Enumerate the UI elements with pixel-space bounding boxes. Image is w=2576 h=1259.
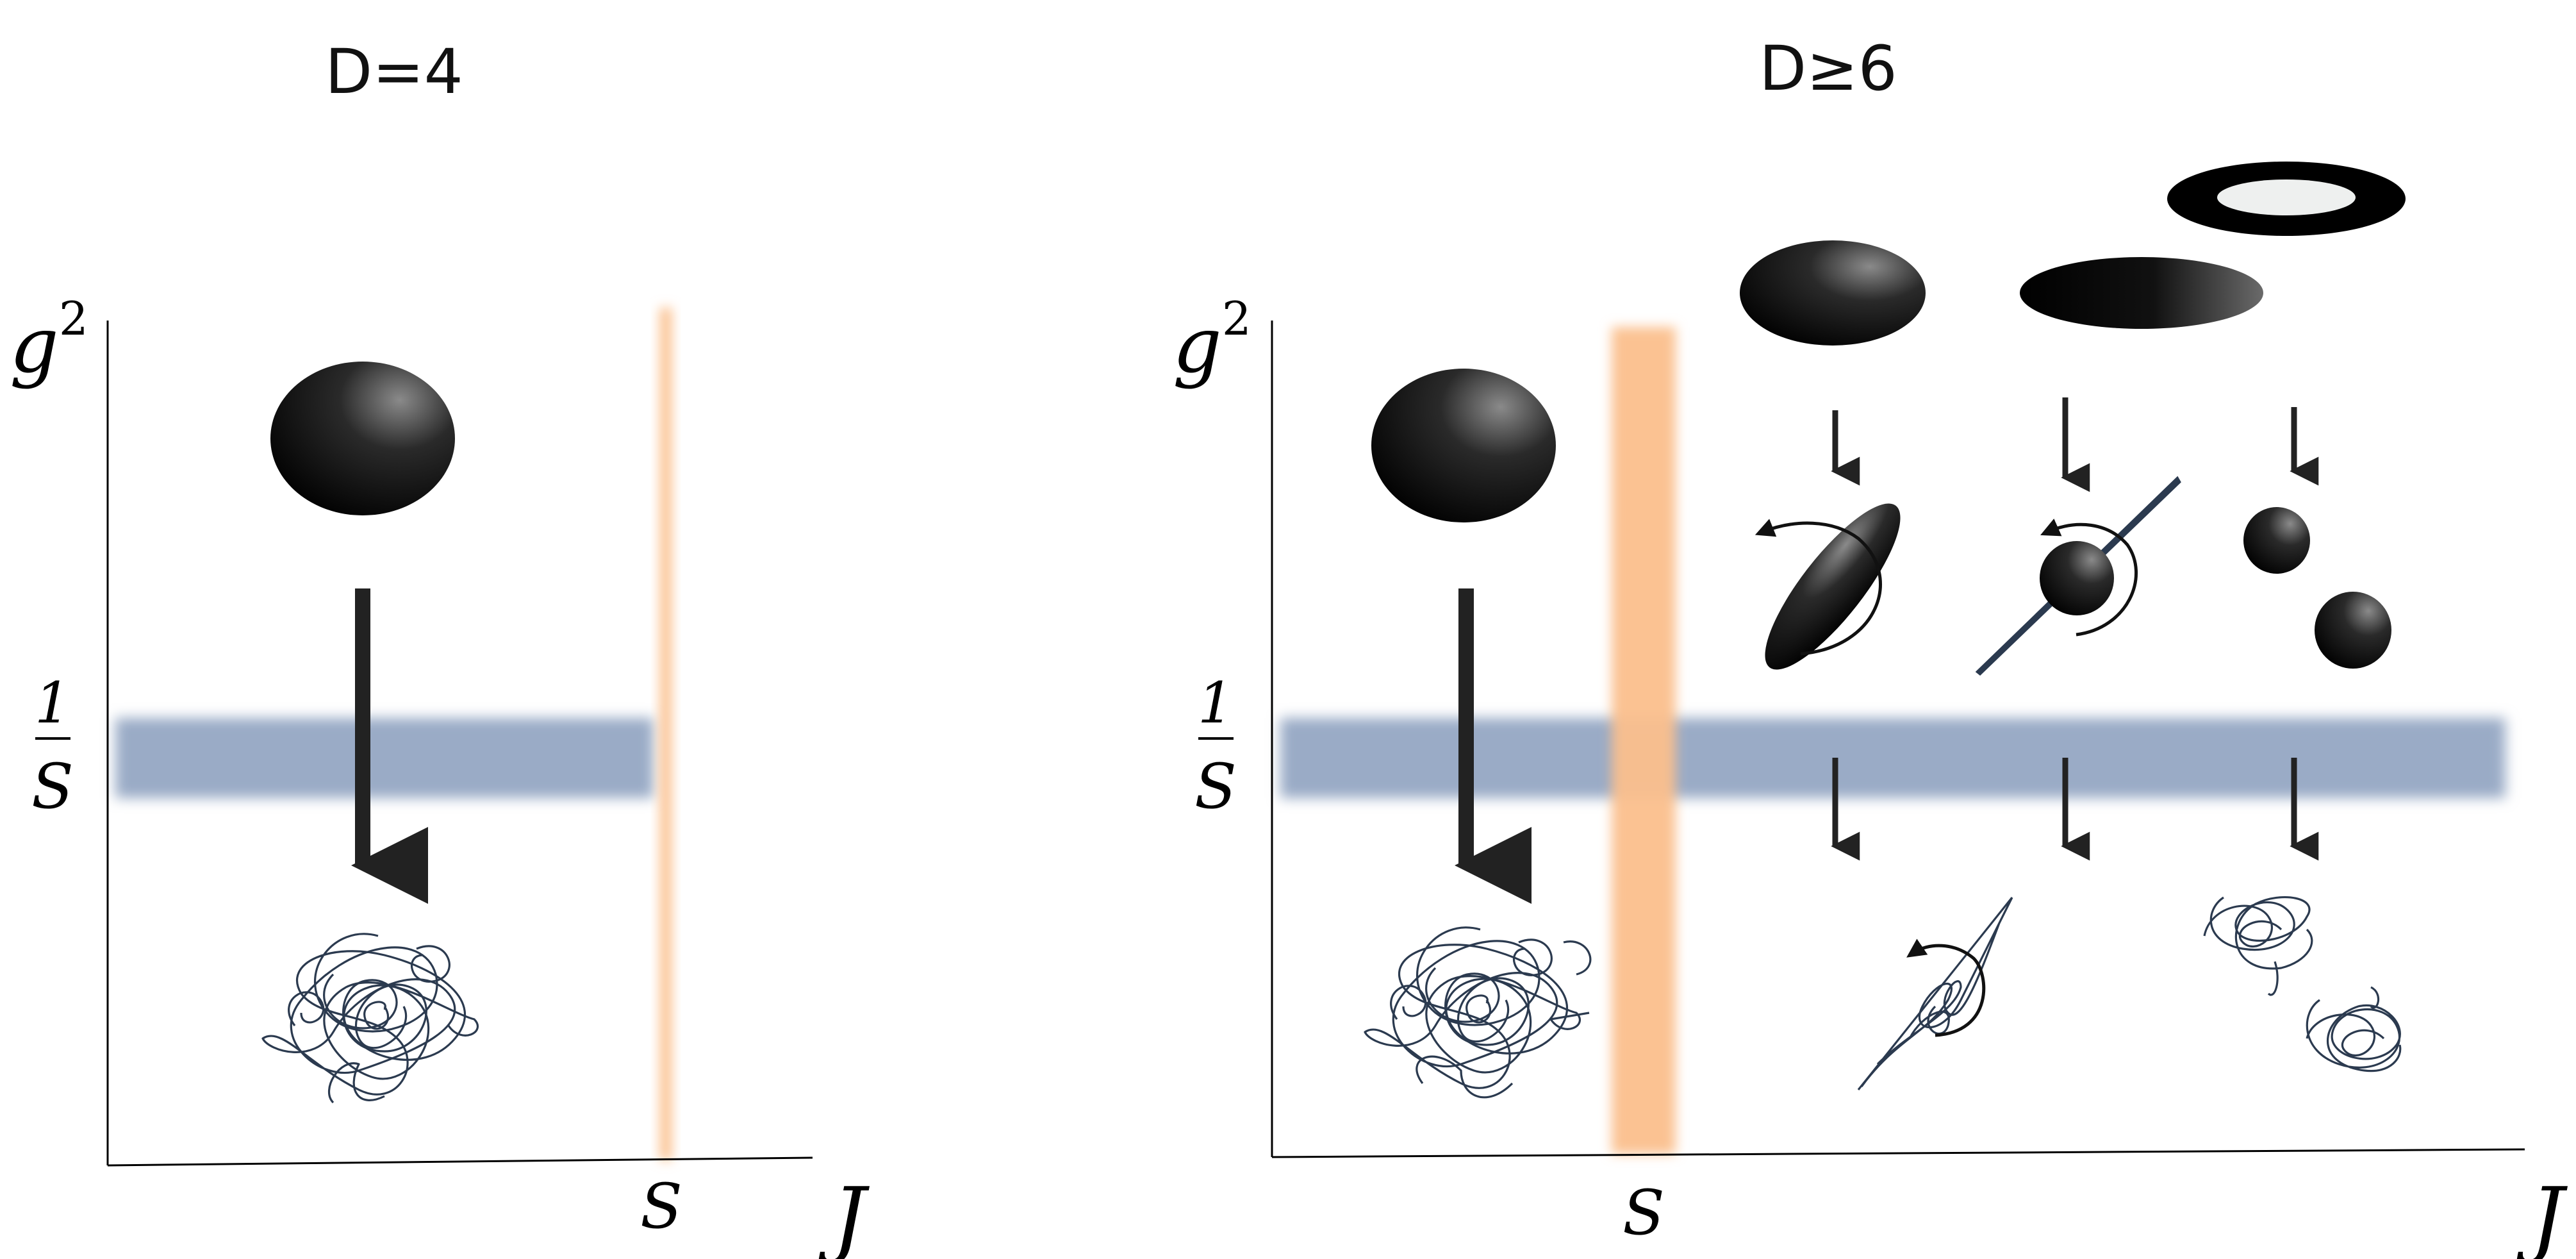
small-blob-lower <box>2315 592 2391 669</box>
black-ring-hole <box>2217 179 2356 215</box>
rotation-arrow <box>1754 519 1882 656</box>
panel-d4: D=4 g2 1 S S J <box>10 36 870 1259</box>
horizontal-band-1-over-s <box>1280 718 2506 798</box>
panel-d6: D≥6 g2 1 S S J <box>1173 33 2568 1259</box>
panel-title: D≥6 <box>1759 33 1897 104</box>
x-level-label-s: S <box>1622 1177 1665 1249</box>
horizontal-band-1-over-s <box>115 718 654 798</box>
vertical-band-s <box>660 308 672 1160</box>
one-over-s-numerator: 1 <box>1198 670 1234 736</box>
string-tangle <box>261 933 479 1104</box>
rotating-elongated-blob <box>1765 503 1901 670</box>
one-over-s-denominator: S <box>31 751 74 822</box>
small-blob-upper <box>2243 507 2310 574</box>
one-over-s-denominator: S <box>1194 751 1237 822</box>
black-hole-blob <box>1371 369 1556 522</box>
y-axis-label: g2 <box>1173 292 1251 390</box>
string-tangle-upper <box>2203 896 2313 996</box>
x-axis <box>107 1156 813 1167</box>
string-tangle-lower <box>2306 986 2402 1072</box>
vertical-band-s <box>1612 327 1676 1154</box>
x-axis <box>1271 1148 2525 1158</box>
x-axis-label: J <box>2516 1169 2568 1259</box>
rotation-arrow <box>1906 938 1986 1037</box>
string-tangle <box>1364 926 1592 1099</box>
black-hole-blob <box>270 362 455 515</box>
one-over-s-numerator: 1 <box>35 670 70 736</box>
blob-with-ring <box>2040 541 2114 615</box>
y-axis-label: g2 <box>10 292 88 390</box>
rotating-string <box>1857 897 2013 1090</box>
panel-title: D=4 <box>325 36 463 108</box>
x-level-label-s: S <box>640 1171 682 1242</box>
blob-oblate <box>1740 240 1926 346</box>
x-axis-label: J <box>818 1169 870 1259</box>
blob-flat-disc <box>2020 257 2263 329</box>
rotation-arrow <box>2040 518 2138 637</box>
